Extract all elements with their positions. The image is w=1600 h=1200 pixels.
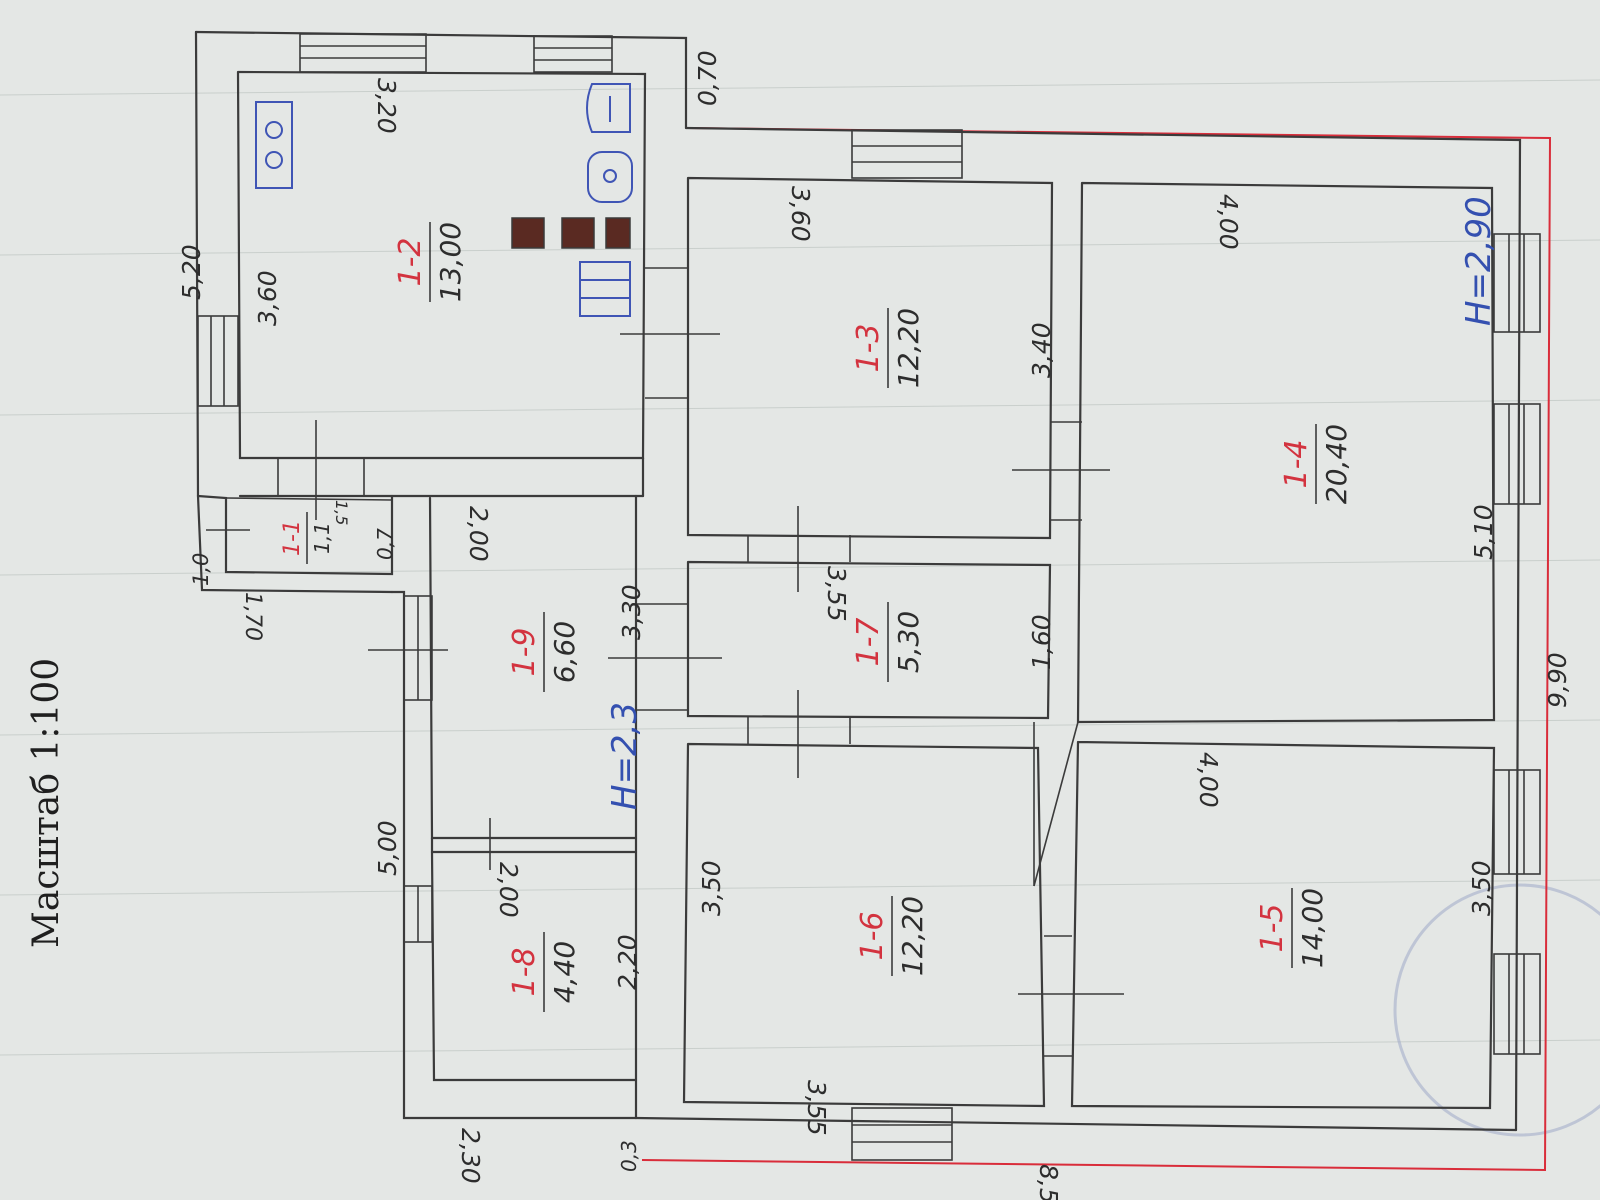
room-1-4: 1-4 20,40 — [1279, 424, 1353, 504]
room-area: 12,20 — [892, 308, 925, 388]
windows — [197, 33, 1541, 1161]
room-id: 1-4 — [1279, 440, 1314, 489]
window — [197, 315, 239, 407]
dimension-label: 0,7 — [373, 528, 397, 560]
room-id: 1-5 — [1255, 904, 1290, 953]
stove-icon — [511, 217, 631, 249]
dimension-label: 1,0 — [189, 553, 213, 586]
dimension-label: 2,20 — [613, 934, 642, 990]
kitchen-fixtures — [255, 83, 633, 317]
room-1-8: 1-8 4,40 — [507, 932, 581, 1012]
room-area: 1,1 — [310, 522, 334, 554]
room-1-5: 1-5 14,00 — [1255, 888, 1329, 968]
room-area: 4,40 — [548, 941, 581, 1003]
room-id: 1-2 — [393, 238, 428, 287]
dimensions: 0,70 3,20 5,20 3,60 3,60 3,40 4,00 4,00 … — [177, 50, 1572, 1200]
scale-label: Масштаб 1:100 — [26, 658, 67, 948]
window — [1493, 769, 1541, 875]
height-note: H=2,3 — [605, 702, 645, 810]
room-id: 1-1 — [280, 520, 305, 556]
dimension-label: 2,30 — [456, 1128, 485, 1184]
room-area: 13,00 — [434, 222, 467, 302]
room-1-2: 1-2 13,00 — [393, 222, 467, 302]
room-id: 1-8 — [507, 948, 542, 997]
room-id: 1-9 — [507, 628, 542, 677]
height-note: H=2,90 — [1459, 196, 1499, 326]
dimension-label: 3,60 — [786, 186, 815, 242]
dimension-label: 1,5 — [332, 500, 351, 525]
room-1-6: 1-6 12,20 — [855, 896, 929, 976]
dimension-label: 0,70 — [693, 50, 722, 106]
dimension-label: 2,00 — [494, 862, 523, 918]
dimension-label: 0,3 — [617, 1140, 641, 1172]
room-area: 12,20 — [896, 896, 929, 976]
dimension-label: 4,00 — [1214, 194, 1243, 250]
dimension-label: 1,70 — [240, 592, 265, 641]
window — [533, 35, 613, 73]
dimension-label: 3,40 — [1027, 322, 1056, 378]
room-1-1: 1-1 1,1 — [280, 512, 334, 564]
window — [851, 129, 963, 179]
door-marks — [206, 267, 1124, 1057]
room-id: 1-6 — [855, 912, 890, 961]
washbasin-icon — [587, 151, 633, 203]
window — [851, 1107, 953, 1161]
dimension-label: 3,55 — [822, 566, 851, 622]
room-area: 14,00 — [1296, 888, 1329, 968]
dimension-label: 2,00 — [464, 506, 493, 562]
dimension-label: 3,60 — [253, 270, 282, 326]
window — [1493, 233, 1541, 333]
window — [403, 885, 433, 943]
room-area: 5,30 — [892, 611, 925, 673]
room-1-9: 1-9 6,60 — [507, 612, 581, 692]
dimension-label: 5,20 — [177, 244, 206, 300]
window — [277, 457, 365, 497]
stove-top-icon — [255, 101, 293, 189]
room-area: 6,60 — [548, 621, 581, 683]
dimension-label: 3,30 — [617, 584, 646, 640]
dimension-label: 5,00 — [373, 820, 402, 876]
dimension-label: 3,50 — [697, 860, 726, 916]
window — [403, 595, 433, 701]
room-1-7: 1-7 5,30 — [851, 602, 925, 682]
window — [1493, 953, 1541, 1055]
dimension-label: 3,55 — [802, 1080, 831, 1136]
room-area: 20,40 — [1320, 424, 1353, 504]
room-1-3: 1-3 12,20 — [851, 308, 925, 388]
stamp — [1393, 883, 1600, 1137]
dimension-label: 1,60 — [1027, 614, 1056, 670]
dimension-label: 4,00 — [1194, 752, 1223, 808]
dimension-label: 3,50 — [1467, 860, 1496, 916]
cabinet-icon — [579, 261, 631, 317]
dimension-label: 8,50 — [1034, 1164, 1063, 1200]
dimension-label: 5,10 — [1469, 504, 1498, 560]
lot-boundary — [641, 127, 1552, 1172]
sink-icon — [586, 83, 631, 133]
dimension-label: 3,20 — [372, 78, 401, 134]
dimension-label: 9,90 — [1543, 652, 1572, 708]
window — [299, 33, 427, 73]
window — [1493, 403, 1541, 505]
walls — [194, 30, 1522, 1132]
room-id: 1-3 — [851, 324, 886, 373]
room-id: 1-7 — [851, 618, 886, 667]
